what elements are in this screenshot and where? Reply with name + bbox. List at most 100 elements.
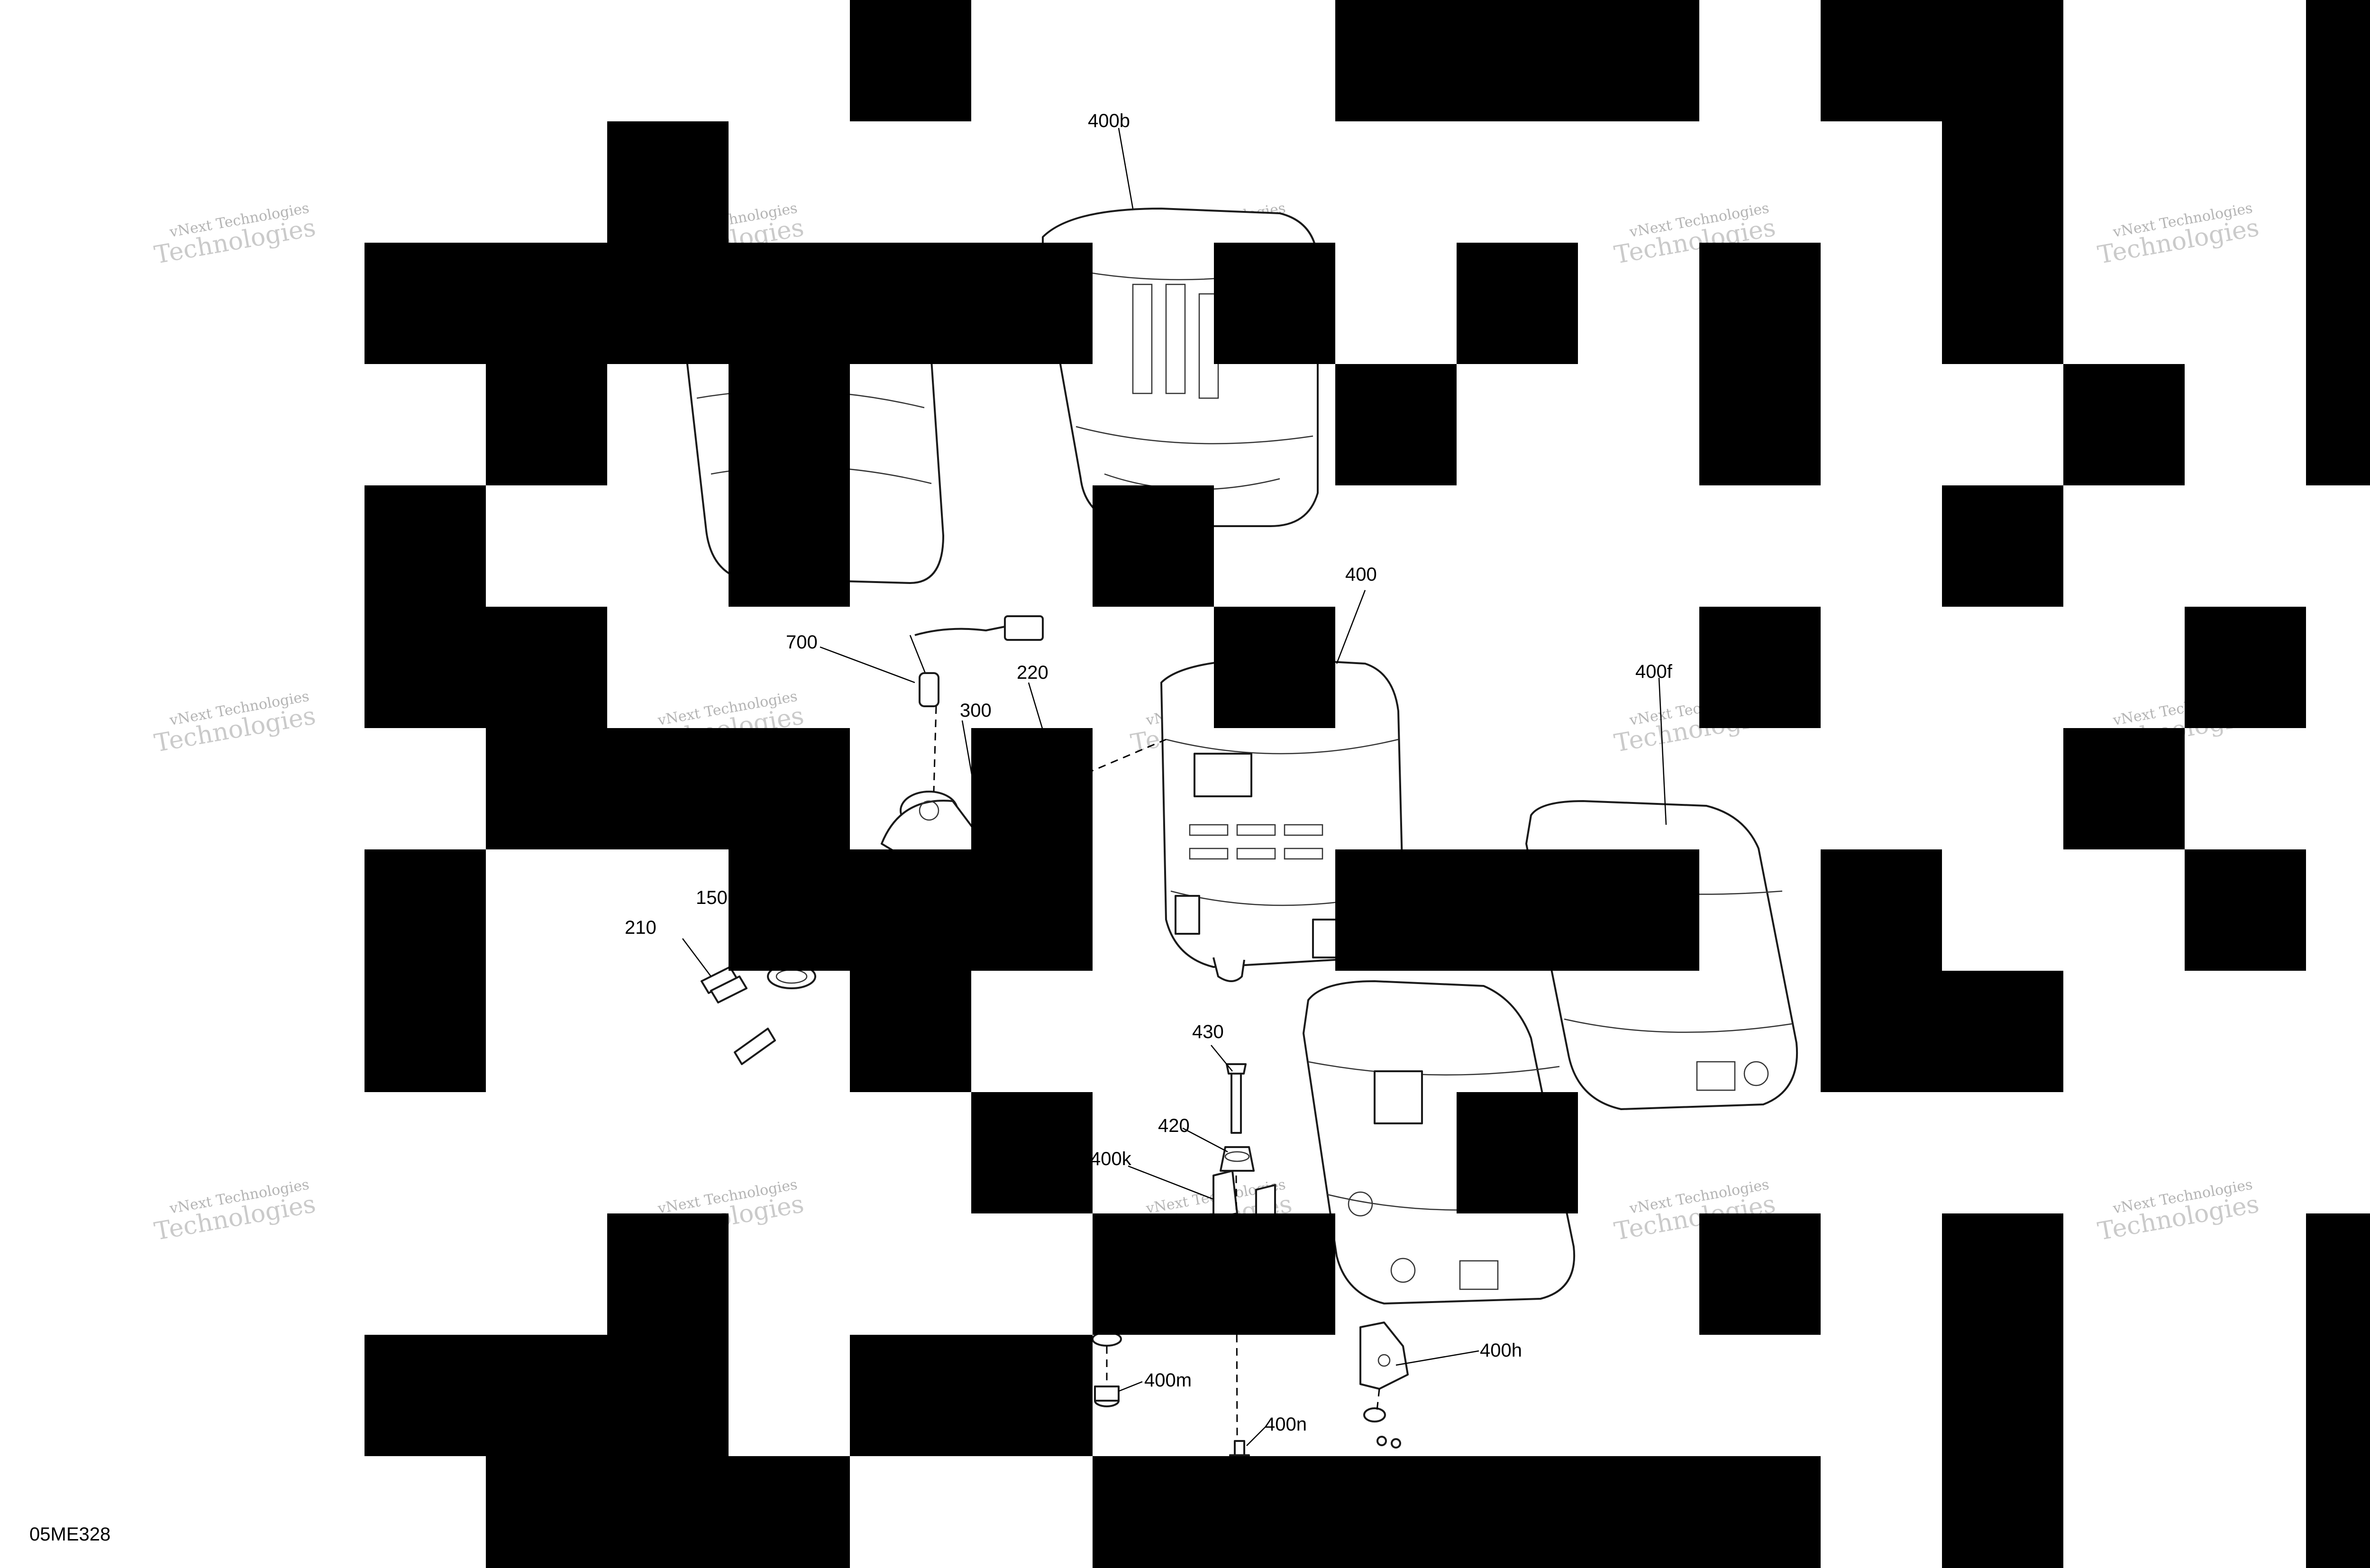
redaction-block [1699,607,1821,728]
callout-420: 420 [1158,1115,1190,1136]
callout-labels: 400b 700 220 300 400 400f 150 210 430 42… [625,110,1673,1435]
redaction-block [1942,1335,2063,1456]
redaction-block [2306,1213,2370,1335]
redaction-block [1093,1456,1214,1568]
redaction-block [1942,1213,2063,1335]
redaction-block [1214,243,1335,364]
redaction-block [1457,849,1578,971]
drawing-code: 05ME328 [29,1524,110,1545]
redaction-block [1578,1456,1699,1568]
redaction-block [365,971,486,1092]
callout-700: 700 [786,632,818,653]
redaction-block [1699,243,1821,364]
redaction-block [486,728,607,849]
redaction-block [2306,0,2370,121]
spring-210 [701,966,776,1065]
redaction-block [729,485,850,607]
redaction-block [2306,243,2370,364]
redaction-block [365,485,486,607]
bolt-430 [1226,1063,1247,1134]
redaction-block [729,243,850,364]
redaction-block [1699,1213,1821,1335]
redaction-block [1942,485,2063,607]
redaction-block [1821,849,1942,971]
redaction-block [850,243,971,364]
redaction-block [729,728,850,849]
redaction-block [971,243,1093,364]
redaction-block [2306,121,2370,243]
redaction-block [1457,243,1578,364]
redaction-block [1457,1092,1578,1213]
callout-400b: 400b [1088,110,1130,131]
redaction-block [971,1092,1093,1213]
redaction-block [607,243,729,364]
redaction-block [2063,364,2185,485]
nuts-400h-lower [1363,1407,1401,1449]
redaction-block [1457,0,1578,121]
redaction-block [729,849,850,971]
redaction-block [1335,364,1457,485]
redaction-block [1942,971,2063,1092]
redaction-block [2185,607,2306,728]
redaction-block [486,607,607,728]
redaction-block [1457,1456,1578,1568]
redaction-block [1578,849,1699,971]
redaction-block [1093,1213,1214,1335]
redaction-block [365,849,486,971]
redaction-block [486,243,607,364]
redaction-block [607,728,729,849]
callout-400f: 400f [1635,661,1673,682]
callout-400m: 400m [1144,1370,1192,1391]
callout-300: 300 [960,700,992,721]
redaction-block [729,1456,850,1568]
redaction-block [1699,1456,1821,1568]
redaction-block [850,971,971,1092]
redaction-block [1821,971,1942,1092]
redaction-block [971,728,1093,849]
redaction-block [486,1335,607,1456]
redaction-block [365,607,486,728]
grommet-400m [1092,1331,1122,1407]
redaction-block [2306,1335,2370,1456]
redaction-block [607,121,729,243]
redaction-block [1699,364,1821,485]
redaction-block [971,1335,1093,1456]
callout-400n: 400n [1265,1414,1307,1435]
redaction-block [1942,121,2063,243]
redaction-block [1335,1456,1457,1568]
redaction-block [365,1335,486,1456]
redaction-block [486,364,607,485]
callout-150: 150 [696,887,728,908]
redaction-block [1214,1213,1335,1335]
redaction-block [1821,0,1942,121]
redaction-block [2063,728,2185,849]
redaction-block [365,243,486,364]
callout-210: 210 [625,917,656,938]
redaction-block [607,1213,729,1335]
redaction-block [1942,1456,2063,1568]
redaction-block [1942,243,2063,364]
redaction-mask-layer [365,0,2370,1568]
redaction-block [1335,0,1457,121]
bracket-400h [1359,1322,1409,1390]
redaction-block [850,849,971,971]
callout-220: 220 [1017,662,1048,683]
redaction-block [2185,849,2306,971]
redaction-block [607,1335,729,1456]
callout-400k: 400k [1090,1149,1132,1169]
redaction-block [1578,0,1699,121]
redaction-block [1214,607,1335,728]
redaction-block [2306,1456,2370,1568]
redaction-block [607,1456,729,1568]
redaction-block [729,364,850,485]
redaction-block [486,1456,607,1568]
redaction-block [1214,1456,1335,1568]
redaction-block [2306,364,2370,485]
callout-400h: 400h [1480,1340,1522,1361]
